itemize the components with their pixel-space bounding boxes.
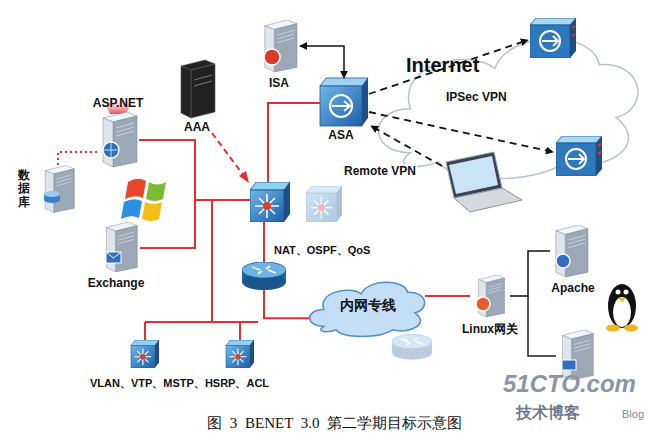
- drawing-path: [362, 78, 368, 126]
- drawing-use: [106, 222, 137, 272]
- drawing-path: [332, 101, 350, 111]
- node-label: 数据库: [18, 169, 30, 209]
- drawing-circle: [624, 290, 629, 295]
- drawing-path: [103, 142, 119, 158]
- drawing-ellipse: [606, 325, 620, 332]
- drawing-path: [446, 152, 502, 198]
- linux-gateway: Linux网关: [470, 275, 510, 317]
- connector: [58, 152, 97, 165]
- node-label: VLAN、VTP、MSTP、HSRP、ACL: [90, 376, 269, 391]
- connector: [264, 290, 310, 318]
- drawing-use: [45, 165, 74, 212]
- drawing-ellipse: [613, 297, 631, 327]
- drawing-g: [392, 334, 432, 359]
- arrow-head: [239, 171, 249, 183]
- drawing-g: [306, 186, 342, 222]
- apache-server: Apache: [550, 225, 590, 277]
- watermark: Blog: [622, 408, 644, 420]
- figure-caption: 图 3 BENET 3.0 第二学期目标示意图: [207, 414, 462, 433]
- drawing-path: [125, 179, 146, 199]
- node-label: Internet: [406, 54, 479, 77]
- drawing-use: [392, 334, 432, 359]
- drawing-path: [320, 78, 368, 86]
- drawing-path: [618, 298, 626, 302]
- drawing-use: [103, 112, 137, 167]
- node-label: NAT、OSPF、QoS: [274, 243, 370, 258]
- drawing-circle: [556, 254, 570, 268]
- node-label: Linux网关: [462, 321, 518, 338]
- cloud-shape: [379, 39, 638, 179]
- drawing-path: [145, 200, 258, 340]
- isa-server: ISA: [258, 20, 300, 72]
- drawing-path: [449, 156, 498, 194]
- node-label: ISA: [269, 76, 289, 90]
- node-label: ASA: [328, 128, 353, 142]
- watermark: 51CTO.com: [503, 370, 636, 398]
- drawing-path: [121, 199, 142, 219]
- drawing-use: [242, 262, 286, 290]
- red-wiring: [139, 103, 320, 340]
- drawing-use: [530, 18, 576, 58]
- drawing-use: [556, 225, 588, 277]
- node-label: Apache: [551, 281, 594, 295]
- core-router: NAT、OSPF、QoS: [242, 262, 286, 290]
- node-label: Exchange: [88, 276, 145, 290]
- drawing-path: [194, 75, 212, 86]
- isa-badge: [264, 49, 280, 65]
- drawing-use: [306, 186, 342, 222]
- mail-badge: [106, 252, 121, 263]
- vpn-label: IPSec VPN: [446, 90, 507, 104]
- node-label: AAA: [184, 120, 210, 134]
- aaa-link: [212, 133, 244, 176]
- exchange-server: Exchange: [100, 222, 140, 272]
- drawing-path: [371, 126, 442, 166]
- drawing-use: [265, 20, 297, 72]
- access-switches: VLAN、VTP、MSTP、HSRP、ACL: [120, 340, 265, 368]
- drawing-use: [131, 340, 159, 368]
- tux-logo: [606, 284, 638, 332]
- globe-badge: [103, 142, 119, 158]
- aaa-server: [181, 60, 215, 118]
- connector: [300, 46, 344, 78]
- drawing-rect: [320, 86, 362, 126]
- database-server: 数据库: [40, 165, 76, 213]
- drawing-ellipse: [608, 284, 636, 328]
- web-server: ASP.NET: [97, 112, 139, 167]
- asa-firewall: ASA: [320, 78, 368, 126]
- internet-cloud: Internet: [368, 12, 650, 188]
- connector: [425, 295, 470, 297]
- cloud-outline: [368, 12, 650, 188]
- drawing-ellipse: [624, 325, 638, 332]
- watermark: 技术博客: [516, 403, 580, 424]
- connector: [510, 251, 550, 296]
- gateway-wire: [528, 296, 556, 356]
- drawing-rect: [562, 360, 576, 370]
- drawing-path: [195, 199, 250, 201]
- drawing-circle: [616, 290, 621, 295]
- aaa-server: AAA: [178, 60, 216, 118]
- private-line-cloud: 内网专线: [305, 272, 430, 340]
- drawing-ellipse: [44, 191, 60, 197]
- drawing-path: [139, 140, 195, 248]
- drawing-path: [106, 252, 121, 258]
- cloud-shape: [310, 282, 425, 336]
- node-label: 内网专线: [340, 297, 396, 315]
- drawing-use: [250, 182, 290, 222]
- asa-appliance: [320, 78, 368, 126]
- drawing-path: [369, 112, 553, 152]
- node-label: ASP.NET: [93, 96, 143, 110]
- drawing-path: [369, 40, 528, 94]
- drawing-path: [268, 103, 320, 182]
- drawing-path: [146, 182, 166, 201]
- windows-logo: [121, 179, 166, 221]
- drawing-path: [454, 188, 522, 212]
- vpn-label: Remote VPN: [343, 164, 417, 178]
- drawing-path: [142, 202, 162, 221]
- drawing-circle: [476, 297, 490, 311]
- drawing-path: [263, 222, 265, 262]
- drawing-use: [226, 340, 254, 368]
- drawing-circle: [330, 95, 352, 117]
- drawing-use: [556, 136, 602, 176]
